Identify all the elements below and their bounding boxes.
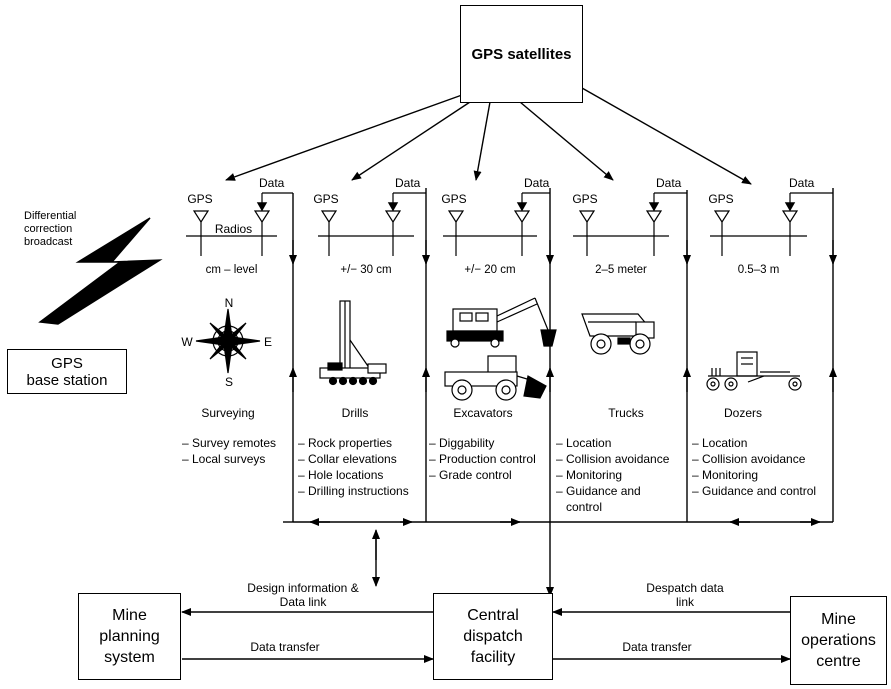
list-item: – Production control [429,452,536,466]
list-item: – Survey remotes [182,436,277,450]
list-item: – Local surveys [182,452,266,466]
gps-satellites-box: GPS satellites [460,5,583,103]
equipment-name: Trucks [608,406,644,420]
list-item: – Hole locations [298,468,384,482]
accuracy-label: cm – level [205,264,258,276]
list-item: – Collision avoidance [556,452,670,466]
capability-list: – Diggability – Production control – Grade… [429,435,536,483]
lightning-bolt-icon [38,217,163,325]
differential-broadcast-label: Differential correction broadcast [24,210,77,248]
list-item: – Rock properties [298,436,393,450]
compass-e: E [263,335,273,349]
sat-arrow-surveying [225,94,463,181]
central-dispatch-facility-box: Central dispatch facility [433,593,553,680]
gps-platforms [186,192,833,256]
list-item: – Diggability [429,436,495,450]
data-label: Data [524,176,550,190]
drill-rig-icon [319,300,387,386]
list-item: – Guidance and [556,484,641,498]
haul-truck-icon [581,313,655,355]
equipment-name: Drills [341,406,369,420]
data-label: Data [789,176,815,190]
accuracy-label: +/− 20 cm [464,264,516,276]
despatch-data-link-label: Despatch data link [646,581,724,609]
accuracy-label: 2–5 meter [595,264,647,276]
equipment-name: Excavators [453,406,513,420]
capability-list: – Location – Collision avoidance – Monitor… [556,435,669,515]
mine-planning-system-box: Mine planning system [78,593,181,680]
list-item: – Guidance and control [692,484,817,498]
list-item: – Monitoring [556,468,623,482]
gps-base-station-box: GPS base station [7,349,127,394]
data-transfer-right-label: Data transfer [622,640,692,654]
capability-list: – Rock properties – Collar elevations – Ho… [298,435,409,499]
sat-arrow-drills [351,101,471,181]
sat-arrow-trucks [519,101,614,181]
grader-icon [706,351,802,391]
compass-w: W [181,335,193,349]
gps-satellites-label: GPS satellites [471,45,572,63]
gps-label: GPS [708,192,734,206]
list-item: – Drilling instructions [298,484,409,498]
compass-s: S [224,375,234,389]
equipment-name: Dozers [723,406,763,420]
compass-n: N [224,296,234,310]
mine-operations-centre-box: Mine operations centre [790,596,887,685]
sat-arrow-dozers [581,87,752,185]
gps-label: GPS [572,192,598,206]
data-label: Data [259,176,285,190]
data-label: Data [656,176,682,190]
list-item: – Monitoring [692,468,759,482]
data-label: Data [395,176,421,190]
data-transfer-left-label: Data transfer [250,640,320,654]
list-item: – Location [556,436,612,450]
compass-rose-icon [195,308,261,374]
list-item: – Collision avoidance [692,452,806,466]
capability-list: – Survey remotes – Local surveys [182,435,276,467]
equipment-name: Surveying [201,406,255,420]
list-item: – Location [692,436,748,450]
gps-label: GPS [441,192,467,206]
excavator-icon [446,297,557,348]
wheel-loader-icon [444,355,547,401]
radios-label: Radios [214,222,253,236]
list-item: – Collar elevations [298,452,397,466]
capability-list: – Location – Collision avoidance – Monitor… [692,435,816,499]
accuracy-label: 0.5–3 m [737,264,780,276]
sat-arrow-excavators [473,101,491,181]
list-item: control [566,500,603,514]
accuracy-label: +/− 30 cm [340,264,392,276]
list-item: – Grade control [429,468,512,482]
gps-label: GPS [187,192,213,206]
design-info-link-label: Design information & Data link [247,581,359,609]
gps-label: GPS [313,192,339,206]
